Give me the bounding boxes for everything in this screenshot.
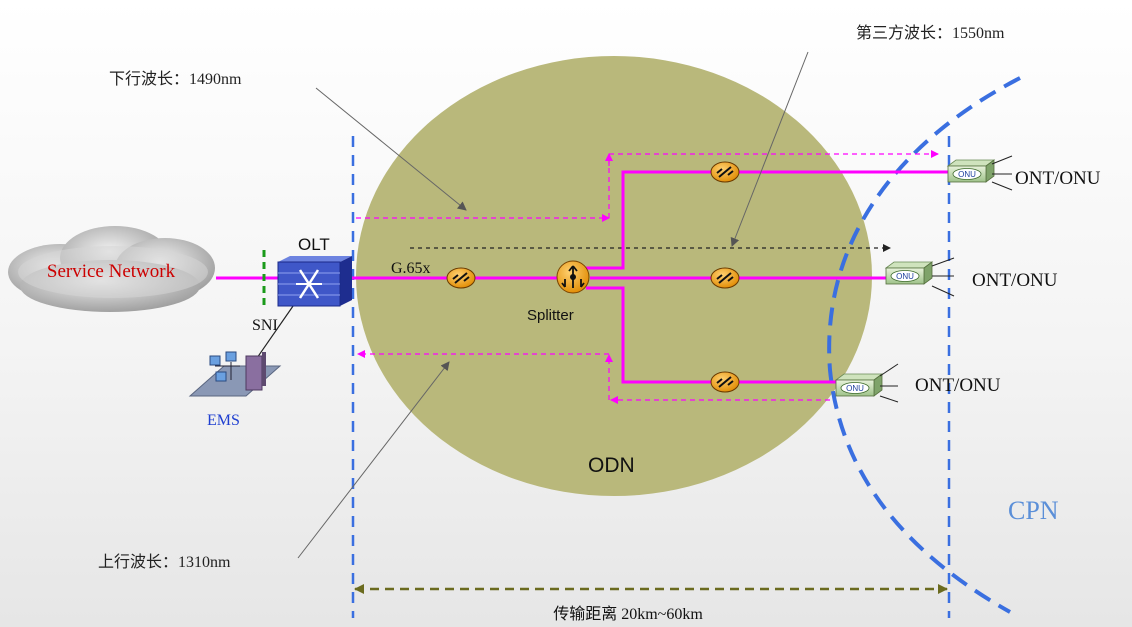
onu-device-icon: ONU — [946, 159, 996, 183]
onu-drop-lines — [879, 155, 1013, 403]
fiber-type-label: G.65x — [391, 260, 431, 277]
onu-device-icon: ONU — [884, 261, 934, 285]
fiber-connector-icon — [446, 267, 476, 289]
upstream-pointer — [297, 361, 450, 559]
cpn-boundary-curve — [827, 76, 1021, 614]
onu-badge-text: ONU — [896, 272, 914, 281]
splitter-icon — [556, 260, 590, 294]
downstream-pointer — [315, 87, 467, 211]
onu-badge-text: ONU — [846, 384, 864, 393]
odn-label: ODN — [588, 454, 635, 477]
third-party-pointer — [730, 51, 809, 247]
sni-label: SNI — [252, 317, 278, 334]
downstream-wavelength-label: 下行波长：1490nm — [109, 70, 242, 88]
fiber-connector-icon — [710, 161, 740, 183]
ont-label-middle: ONT/ONU — [972, 270, 1058, 291]
branch-fiber-top — [586, 170, 948, 270]
odn-area — [356, 56, 872, 496]
olt-label: OLT — [298, 235, 330, 254]
splitter-label: Splitter — [527, 307, 574, 324]
service-network-cloud — [8, 226, 215, 312]
upstream-wavelength-label: 上行波长：1310nm — [98, 553, 231, 571]
service-network-label: Service Network — [47, 261, 176, 282]
third-party-wavelength-label: 第三方波长：1550nm — [856, 24, 1005, 42]
ems-workstation-icon — [188, 351, 282, 397]
fiber-connector-icon — [710, 267, 740, 289]
onu-device-icon: ONU — [834, 373, 884, 397]
olt-switch-icon — [277, 256, 352, 307]
ont-label-top: ONT/ONU — [1015, 168, 1101, 189]
ont-label-bottom: ONT/ONU — [915, 375, 1001, 396]
onu-badge-text: ONU — [958, 170, 976, 179]
transmission-distance-label: 传输距离 20km~60km — [553, 605, 703, 623]
ems-label: EMS — [207, 412, 240, 429]
cpn-label: CPN — [1008, 496, 1059, 525]
fiber-connector-icon — [710, 371, 740, 393]
